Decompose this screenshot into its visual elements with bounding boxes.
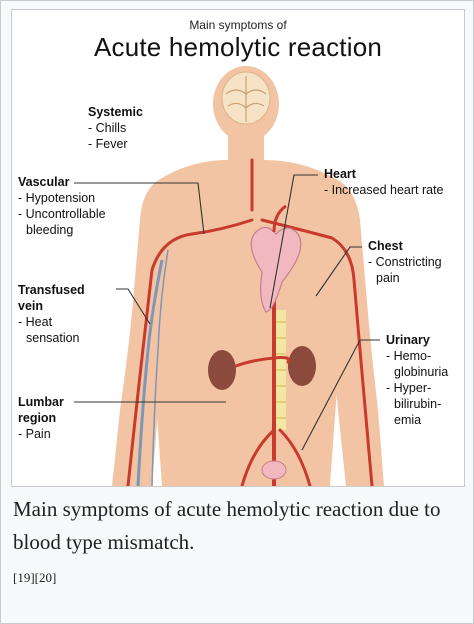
lumbar-item: - Pain — [18, 426, 64, 442]
caption-refs: [19][20] — [13, 570, 56, 585]
left-kidney-icon — [208, 350, 236, 390]
lumbar-label: Lumbar region - Pain — [18, 394, 64, 442]
systemic-label: Systemic - Chills - Fever — [88, 104, 143, 152]
urinary-head: Urinary — [386, 332, 448, 348]
urinary-item: emia — [386, 412, 448, 428]
heart-head: Heart — [324, 166, 444, 182]
ref-link[interactable]: [20] — [35, 570, 57, 585]
urinary-item: - Hyper- — [386, 380, 448, 396]
vascular-item: - Uncontrollable — [18, 206, 106, 222]
chest-label: Chest - Constricting pain — [368, 238, 442, 286]
systemic-item: - Fever — [88, 136, 143, 152]
systemic-item: - Chills — [88, 120, 143, 136]
figure-subtitle: Main symptoms of — [12, 18, 464, 32]
transfused-vein-label: Transfused vein - Heat sensation — [18, 282, 85, 346]
ref-link[interactable]: [19] — [13, 570, 35, 585]
vascular-item: - Hypotension — [18, 190, 106, 206]
urinary-item: - Hemo- — [386, 348, 448, 364]
lumbar-head2: region — [18, 410, 64, 426]
urinary-item: globinuria — [386, 364, 448, 380]
heart-label: Heart - Increased heart rate — [324, 166, 444, 198]
transfused-head2: vein — [18, 298, 85, 314]
transfused-item: sensation — [18, 330, 85, 346]
transfused-head: Transfused — [18, 282, 85, 298]
urinary-item: bilirubin- — [386, 396, 448, 412]
chest-item: - Constricting — [368, 254, 442, 270]
chest-head: Chest — [368, 238, 442, 254]
vascular-head: Vascular — [18, 174, 106, 190]
heart-item: - Increased heart rate — [324, 182, 444, 198]
neck-shape — [228, 134, 264, 164]
bladder-icon — [262, 461, 286, 479]
left-arm-shape — [112, 178, 164, 486]
torso-shape — [142, 160, 350, 486]
vascular-label: Vascular - Hypotension - Uncontrollable … — [18, 174, 106, 238]
chest-item: pain — [368, 270, 442, 286]
lumbar-head: Lumbar — [18, 394, 64, 410]
urinary-label: Urinary - Hemo- globinuria - Hyper- bili… — [386, 332, 448, 428]
systemic-head: Systemic — [88, 104, 143, 120]
figure-caption: Main symptoms of acute hemolytic reactio… — [13, 493, 463, 592]
vascular-item: bleeding — [18, 222, 106, 238]
anatomy-figure[interactable]: Main symptoms of Acute hemolytic reactio… — [11, 9, 465, 487]
figure-title: Acute hemolytic reaction — [12, 32, 464, 63]
caption-text: Main symptoms of acute hemolytic reactio… — [13, 497, 440, 554]
transfused-item: - Heat — [18, 314, 85, 330]
right-kidney-icon — [288, 346, 316, 386]
